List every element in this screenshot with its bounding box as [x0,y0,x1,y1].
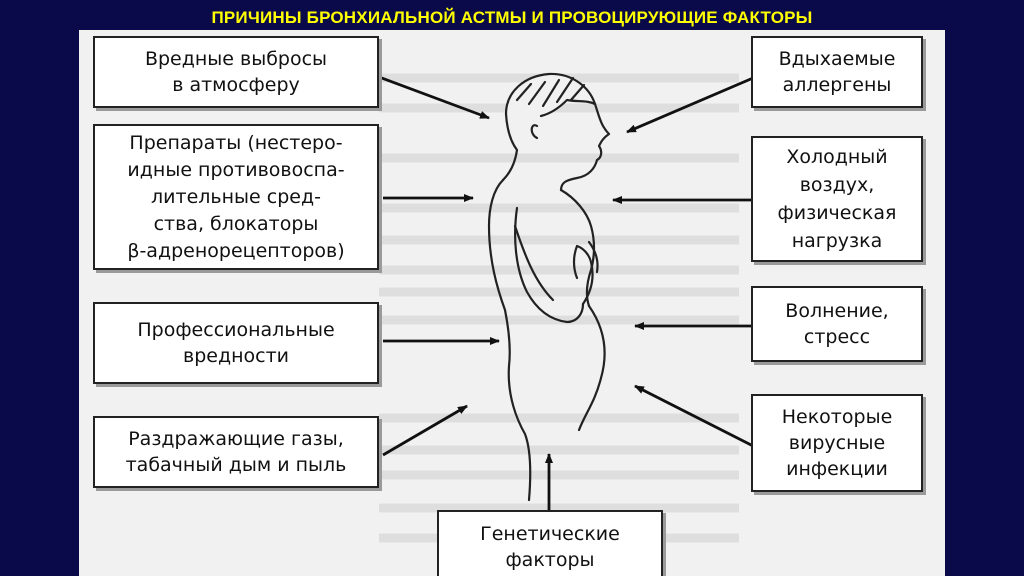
factor-line: Вдыхаемые [778,48,896,70]
factor-line: Холодный [786,146,888,168]
factor-atmospheric-emissions: Вредные выбросы в атмосферу [93,36,379,108]
factor-irritant-gases: Раздражающие газы, табачный дым и пыль [93,416,379,488]
factor-line: воздух, [799,174,875,196]
factor-line: факторы [505,549,595,571]
factor-cold-air-exercise: Холодный воздух, физическая нагрузка [751,136,923,262]
background-text-texture [379,73,739,543]
factor-line: в атмосферу [172,74,300,96]
factor-line: нагрузка [791,230,883,252]
factor-line: вирусные [788,432,886,454]
factor-line: Препараты (нестеро- [129,131,343,154]
factor-line: Генетические [480,523,620,545]
arrow-viral [634,384,762,452]
human-figure [487,72,611,502]
factor-line: β-адренорецепторов) [127,239,345,262]
arrow-emissions [378,75,490,120]
diagram-panel: Вредные выбросы в атмосферу Препараты (н… [79,30,945,576]
factor-line: вредности [183,345,289,367]
arrow-gases [382,404,468,457]
factor-occupational-hazards: Профессиональные вредности [93,302,379,384]
factor-line: Волнение, [785,300,889,322]
factor-line: Профессиональные [137,319,335,341]
factor-line: стресс [803,326,871,348]
factor-line: аллергены [782,74,892,96]
factor-line: Вредные выбросы [144,48,328,70]
factor-line: Раздражающие газы, [128,428,344,450]
slide-title: ПРИЧИНЫ БРОНХИАЛЬНОЙ АСТМЫ И ПРОВОЦИРУЮЩ… [211,8,813,27]
factor-line: табачный дым и пыль [125,454,347,476]
factor-drugs: Препараты (нестеро- идные противовоспа- … [93,124,379,270]
factor-genetic: Генетические факторы [437,510,663,576]
factor-line: Некоторые [781,406,893,428]
factor-inhaled-allergens: Вдыхаемые аллергены [751,36,923,108]
factor-line: ства, блокаторы [153,212,319,235]
factor-viral-infections: Некоторые вирусные инфекции [751,394,923,492]
factor-line: идные противовоспа- [127,158,345,181]
factor-line: физическая [777,202,897,224]
factor-line: инфекции [786,458,888,480]
arrow-allergens [626,70,768,134]
factor-line: лительные сред- [151,185,321,208]
factor-stress: Волнение, стресс [751,286,923,362]
arrows [378,70,768,510]
